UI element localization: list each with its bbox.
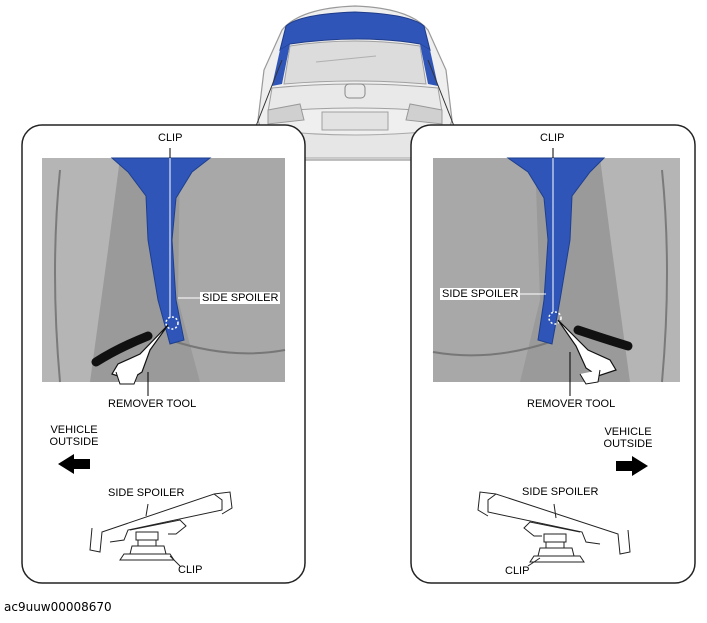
right-side-spoiler-label: SIDE SPOILER xyxy=(440,288,521,300)
left-section-side-spoiler-label: SIDE SPOILER xyxy=(108,487,185,499)
left-remover-tool-label: REMOVER TOOL xyxy=(108,398,197,410)
right-vehicle-label: VEHICLE xyxy=(604,426,652,438)
figure-id-caption: ac9uuw00008670 xyxy=(4,600,112,614)
left-vehicle-label: VEHICLE xyxy=(50,424,98,436)
left-side-spoiler-label: SIDE SPOILER xyxy=(200,292,281,304)
arrow-right-icon xyxy=(616,456,648,476)
right-outside-label: OUTSIDE xyxy=(603,438,653,450)
left-outside-label: OUTSIDE xyxy=(49,436,99,448)
right-section-clip-label: CLIP xyxy=(505,565,530,577)
right-remover-tool-label: REMOVER TOOL xyxy=(527,398,616,410)
right-section-side-spoiler-label: SIDE SPOILER xyxy=(522,486,599,498)
arrow-left-icon xyxy=(58,454,90,474)
left-photo xyxy=(42,157,286,385)
right-clip-label: CLIP xyxy=(540,132,565,144)
left-cross-section xyxy=(89,491,233,567)
left-section-clip-label: CLIP xyxy=(178,564,203,576)
right-photo xyxy=(432,157,680,385)
left-clip-label: CLIP xyxy=(158,132,183,144)
right-cross-section xyxy=(477,491,631,567)
